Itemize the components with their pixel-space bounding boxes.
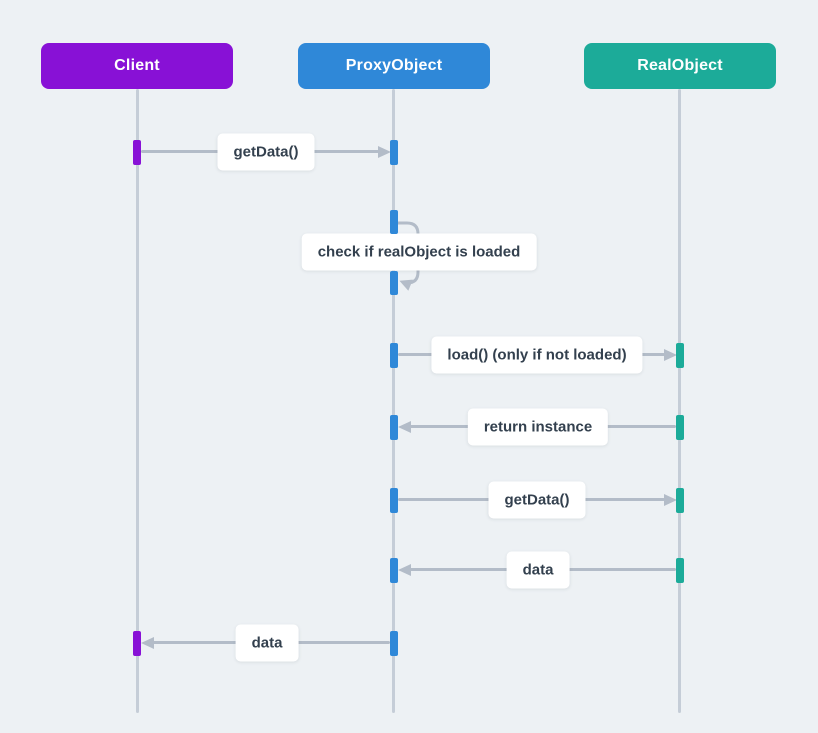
arrowhead-right-icon (664, 349, 677, 361)
arrowhead-left-icon (141, 637, 154, 649)
lifeline-proxyobject (392, 89, 395, 713)
message-label-load: load() (only if not loaded) (431, 336, 643, 374)
activation-bar-realobject (676, 558, 684, 583)
activation-bar-proxyobject (390, 415, 398, 440)
participant-header-client: Client (41, 43, 233, 89)
activation-bar-proxyobject (390, 488, 398, 513)
activation-bar-proxyobject (390, 631, 398, 656)
activation-bar-realobject (676, 343, 684, 368)
message-label-getdata-2: getData() (488, 481, 586, 519)
arrowhead-right-icon (664, 494, 677, 506)
message-label-data-1: data (506, 551, 570, 589)
message-label-data-2: data (235, 624, 299, 662)
activation-bar-realobject (676, 488, 684, 513)
message-label-check-loaded: check if realObject is loaded (301, 233, 537, 271)
activation-bar-proxyobject (390, 343, 398, 368)
arrowhead-left-icon (398, 421, 411, 433)
message-label-getdata-1: getData() (217, 133, 315, 171)
participant-header-proxyobject: ProxyObject (298, 43, 490, 89)
lifeline-realobject (678, 89, 681, 713)
participant-header-realobject: RealObject (584, 43, 776, 89)
activation-bar-client (133, 631, 141, 656)
activation-bar-proxyobject (390, 558, 398, 583)
lifeline-client (136, 89, 139, 713)
arrowhead-right-icon (378, 146, 391, 158)
activation-bar-proxyobject (390, 210, 398, 234)
activation-bar-proxyobject (390, 271, 398, 295)
message-label-return-instance: return instance (467, 408, 609, 446)
arrowhead-left-icon (398, 564, 411, 576)
activation-bar-proxyobject (390, 140, 398, 165)
activation-bar-realobject (676, 415, 684, 440)
activation-bar-client (133, 140, 141, 165)
